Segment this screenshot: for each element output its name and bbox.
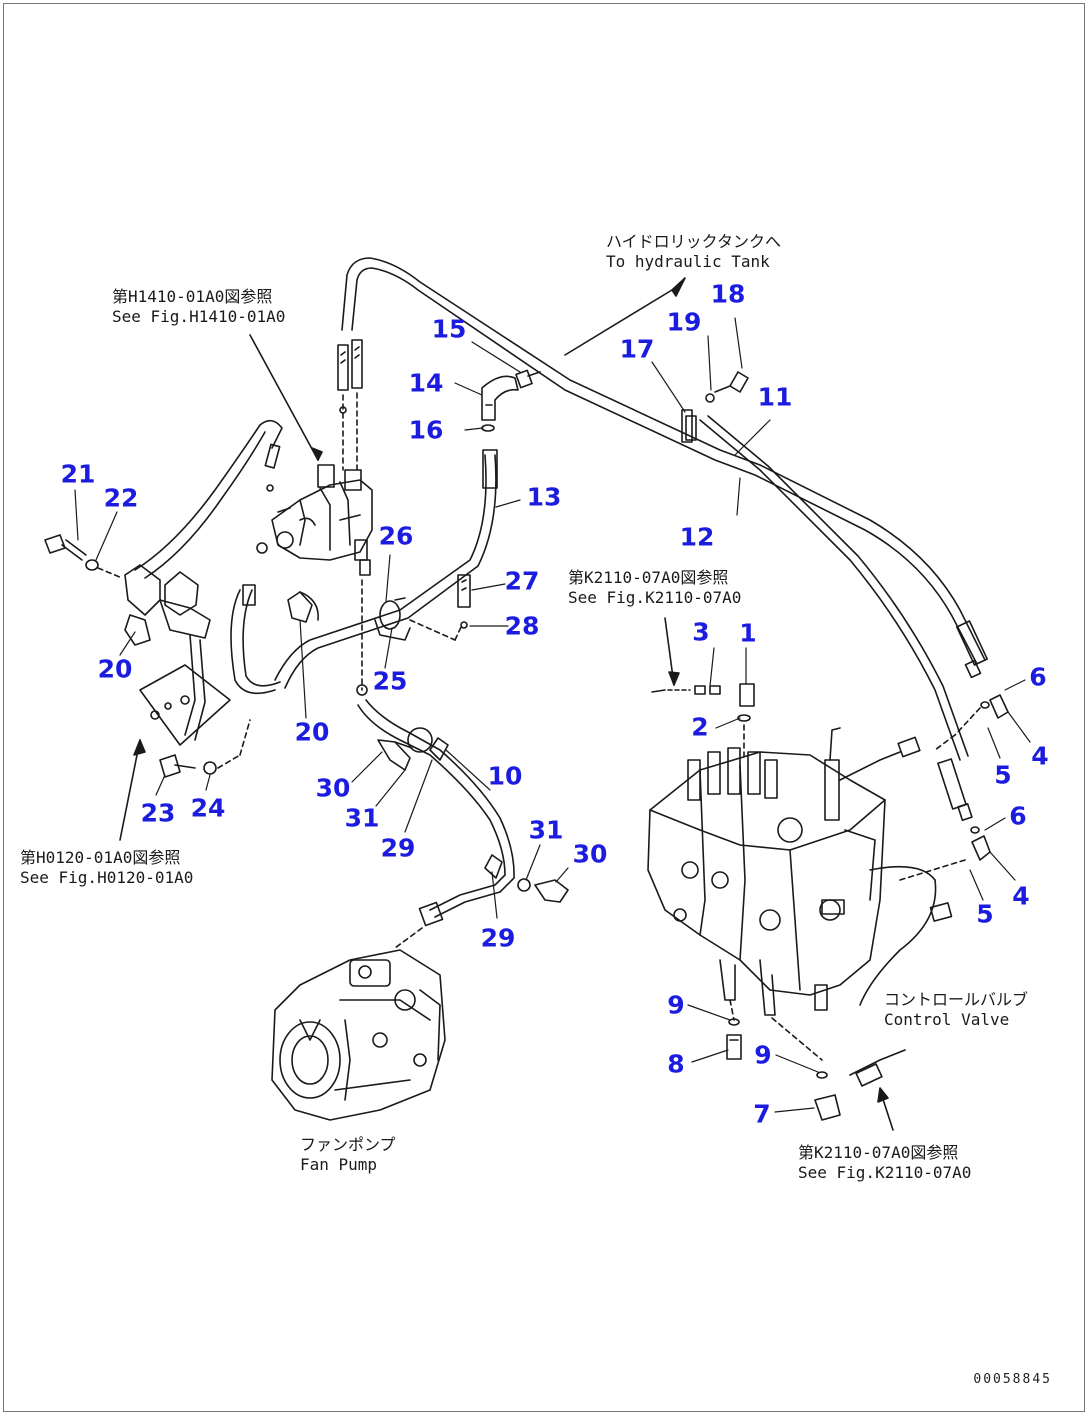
callout-20-right: 20 xyxy=(294,717,330,747)
callout-30-lower: 30 xyxy=(572,839,608,869)
note-ref-h1410-en: See Fig.H1410-01A0 xyxy=(112,307,286,326)
clamp-29-upper xyxy=(429,737,449,761)
valve-connector xyxy=(839,736,921,781)
callout-2: 2 xyxy=(691,712,709,742)
callout-6-upper: 6 xyxy=(1029,662,1047,692)
tube-12 xyxy=(699,415,973,822)
callout-30-upper: 30 xyxy=(315,773,351,803)
valve-harness xyxy=(859,865,953,1006)
note-ref-h1410: 第H1410-01A0図参照 See Fig.H1410-01A0 xyxy=(112,287,285,327)
callout-25: 25 xyxy=(372,666,408,696)
note-fan-pump: ファンポンプ Fan Pump xyxy=(300,1135,396,1175)
leader-h0120 xyxy=(119,739,146,841)
leader-k2110-top xyxy=(664,617,680,686)
callout-31-upper: 31 xyxy=(344,803,380,833)
fan-pump xyxy=(271,949,446,1121)
upper-valve-block xyxy=(256,464,373,576)
bolt-18-washer-19 xyxy=(705,371,749,403)
callout-16: 16 xyxy=(408,415,444,445)
hose-13 xyxy=(274,449,498,689)
bolt-23-washer-24 xyxy=(159,719,251,778)
fitting-1 xyxy=(737,683,755,761)
bolt-27-washer-28 xyxy=(457,574,471,629)
note-ref-k2110-bottom-en: See Fig.K2110-07A0 xyxy=(798,1163,972,1182)
note-ref-h0120-jp: 第H0120-01A0図参照 xyxy=(20,848,181,867)
note-ref-h0120: 第H0120-01A0図参照 See Fig.H0120-01A0 xyxy=(20,848,193,888)
tube-10 xyxy=(356,579,515,949)
note-control-valve: コントロールバルブ Control Valve xyxy=(884,990,1028,1030)
note-ref-k2110-top-jp: 第K2110-07A0図参照 xyxy=(568,568,729,587)
bolts-above-valve xyxy=(337,339,363,471)
callout-3: 3 xyxy=(692,617,710,647)
clamp-20-right xyxy=(287,591,319,623)
callout-15: 15 xyxy=(431,314,467,344)
callout-8: 8 xyxy=(667,1049,685,1079)
callout-12: 12 xyxy=(679,522,715,552)
note-to-tank: ハイドロリックタンクへ To hydraulic Tank xyxy=(606,232,781,272)
plug-7 xyxy=(771,1017,841,1121)
callout-4-lower: 4 xyxy=(1012,881,1030,911)
callout-10: 10 xyxy=(487,761,523,791)
note-ref-k2110-bottom-jp: 第K2110-07A0図参照 xyxy=(798,1143,959,1162)
callout-17: 17 xyxy=(619,334,655,364)
callout-22: 22 xyxy=(103,483,139,513)
callout-14: 14 xyxy=(408,368,444,398)
note-ref-h0120-en: See Fig.H0120-01A0 xyxy=(20,868,194,887)
control-valve xyxy=(647,727,886,1016)
note-ref-k2110-top-en: See Fig.K2110-07A0 xyxy=(568,588,742,607)
sensor-bottom xyxy=(849,1049,906,1131)
callout-1: 1 xyxy=(739,618,757,648)
elbow-4-lower xyxy=(899,826,991,881)
callout-24: 24 xyxy=(190,793,226,823)
callout-11: 11 xyxy=(757,382,793,412)
callout-7: 7 xyxy=(753,1099,771,1129)
clamp-29-lower xyxy=(484,854,503,879)
callout-13: 13 xyxy=(526,482,562,512)
callout-23: 23 xyxy=(140,798,176,828)
callout-5-upper: 5 xyxy=(994,760,1012,790)
callout-9-left: 9 xyxy=(667,990,685,1020)
callout-29-lower: 29 xyxy=(480,923,516,953)
bolt-30-lower xyxy=(517,878,569,903)
note-to-tank-jp: ハイドロリックタンクへ xyxy=(606,232,782,251)
note-to-tank-en: To hydraulic Tank xyxy=(606,252,770,271)
left-upper-hose xyxy=(134,419,283,579)
callout-19: 19 xyxy=(666,307,702,337)
callout-31-lower: 31 xyxy=(528,815,564,845)
return-tube-11 xyxy=(341,257,989,679)
leader-h1410 xyxy=(249,334,323,461)
callout-26: 26 xyxy=(378,521,414,551)
plug-8 xyxy=(726,999,742,1060)
callout-6-lower: 6 xyxy=(1009,801,1027,831)
callout-21: 21 xyxy=(60,459,96,489)
note-fan-pump-en: Fan Pump xyxy=(300,1155,378,1174)
arrow-to-tank xyxy=(564,277,686,356)
callout-9-right: 9 xyxy=(754,1040,772,1070)
elbow-14 xyxy=(481,369,541,432)
callout-27: 27 xyxy=(504,566,540,596)
note-control-valve-jp: コントロールバルブ xyxy=(884,990,1029,1009)
callout-4-upper: 4 xyxy=(1031,741,1049,771)
left-lower-hose xyxy=(230,584,281,695)
callout-leaders xyxy=(74,317,1031,1113)
bolt-21-washer-22 xyxy=(44,534,123,579)
plug-3 xyxy=(651,685,721,695)
note-ref-h1410-jp: 第H1410-01A0図参照 xyxy=(112,287,273,306)
bolt-30-upper xyxy=(377,739,413,771)
note-control-valve-en: Control Valve xyxy=(884,1010,1010,1029)
drawing-frame xyxy=(3,3,1085,1412)
note-ref-k2110-bottom: 第K2110-07A0図参照 See Fig.K2110-07A0 xyxy=(798,1143,971,1183)
clamp-17 xyxy=(681,409,697,443)
drawing-code: 00058845 xyxy=(973,1372,1052,1387)
clamp-26-25 xyxy=(374,597,463,641)
callout-5-lower: 5 xyxy=(976,899,994,929)
callout-29-upper: 29 xyxy=(380,833,416,863)
note-fan-pump-jp: ファンポンプ xyxy=(300,1135,396,1154)
callout-18: 18 xyxy=(710,279,746,309)
bracket-20 xyxy=(124,564,231,746)
callout-20-left: 20 xyxy=(97,654,133,684)
callout-28: 28 xyxy=(504,611,540,641)
note-ref-k2110-top: 第K2110-07A0図参照 See Fig.K2110-07A0 xyxy=(568,568,741,608)
